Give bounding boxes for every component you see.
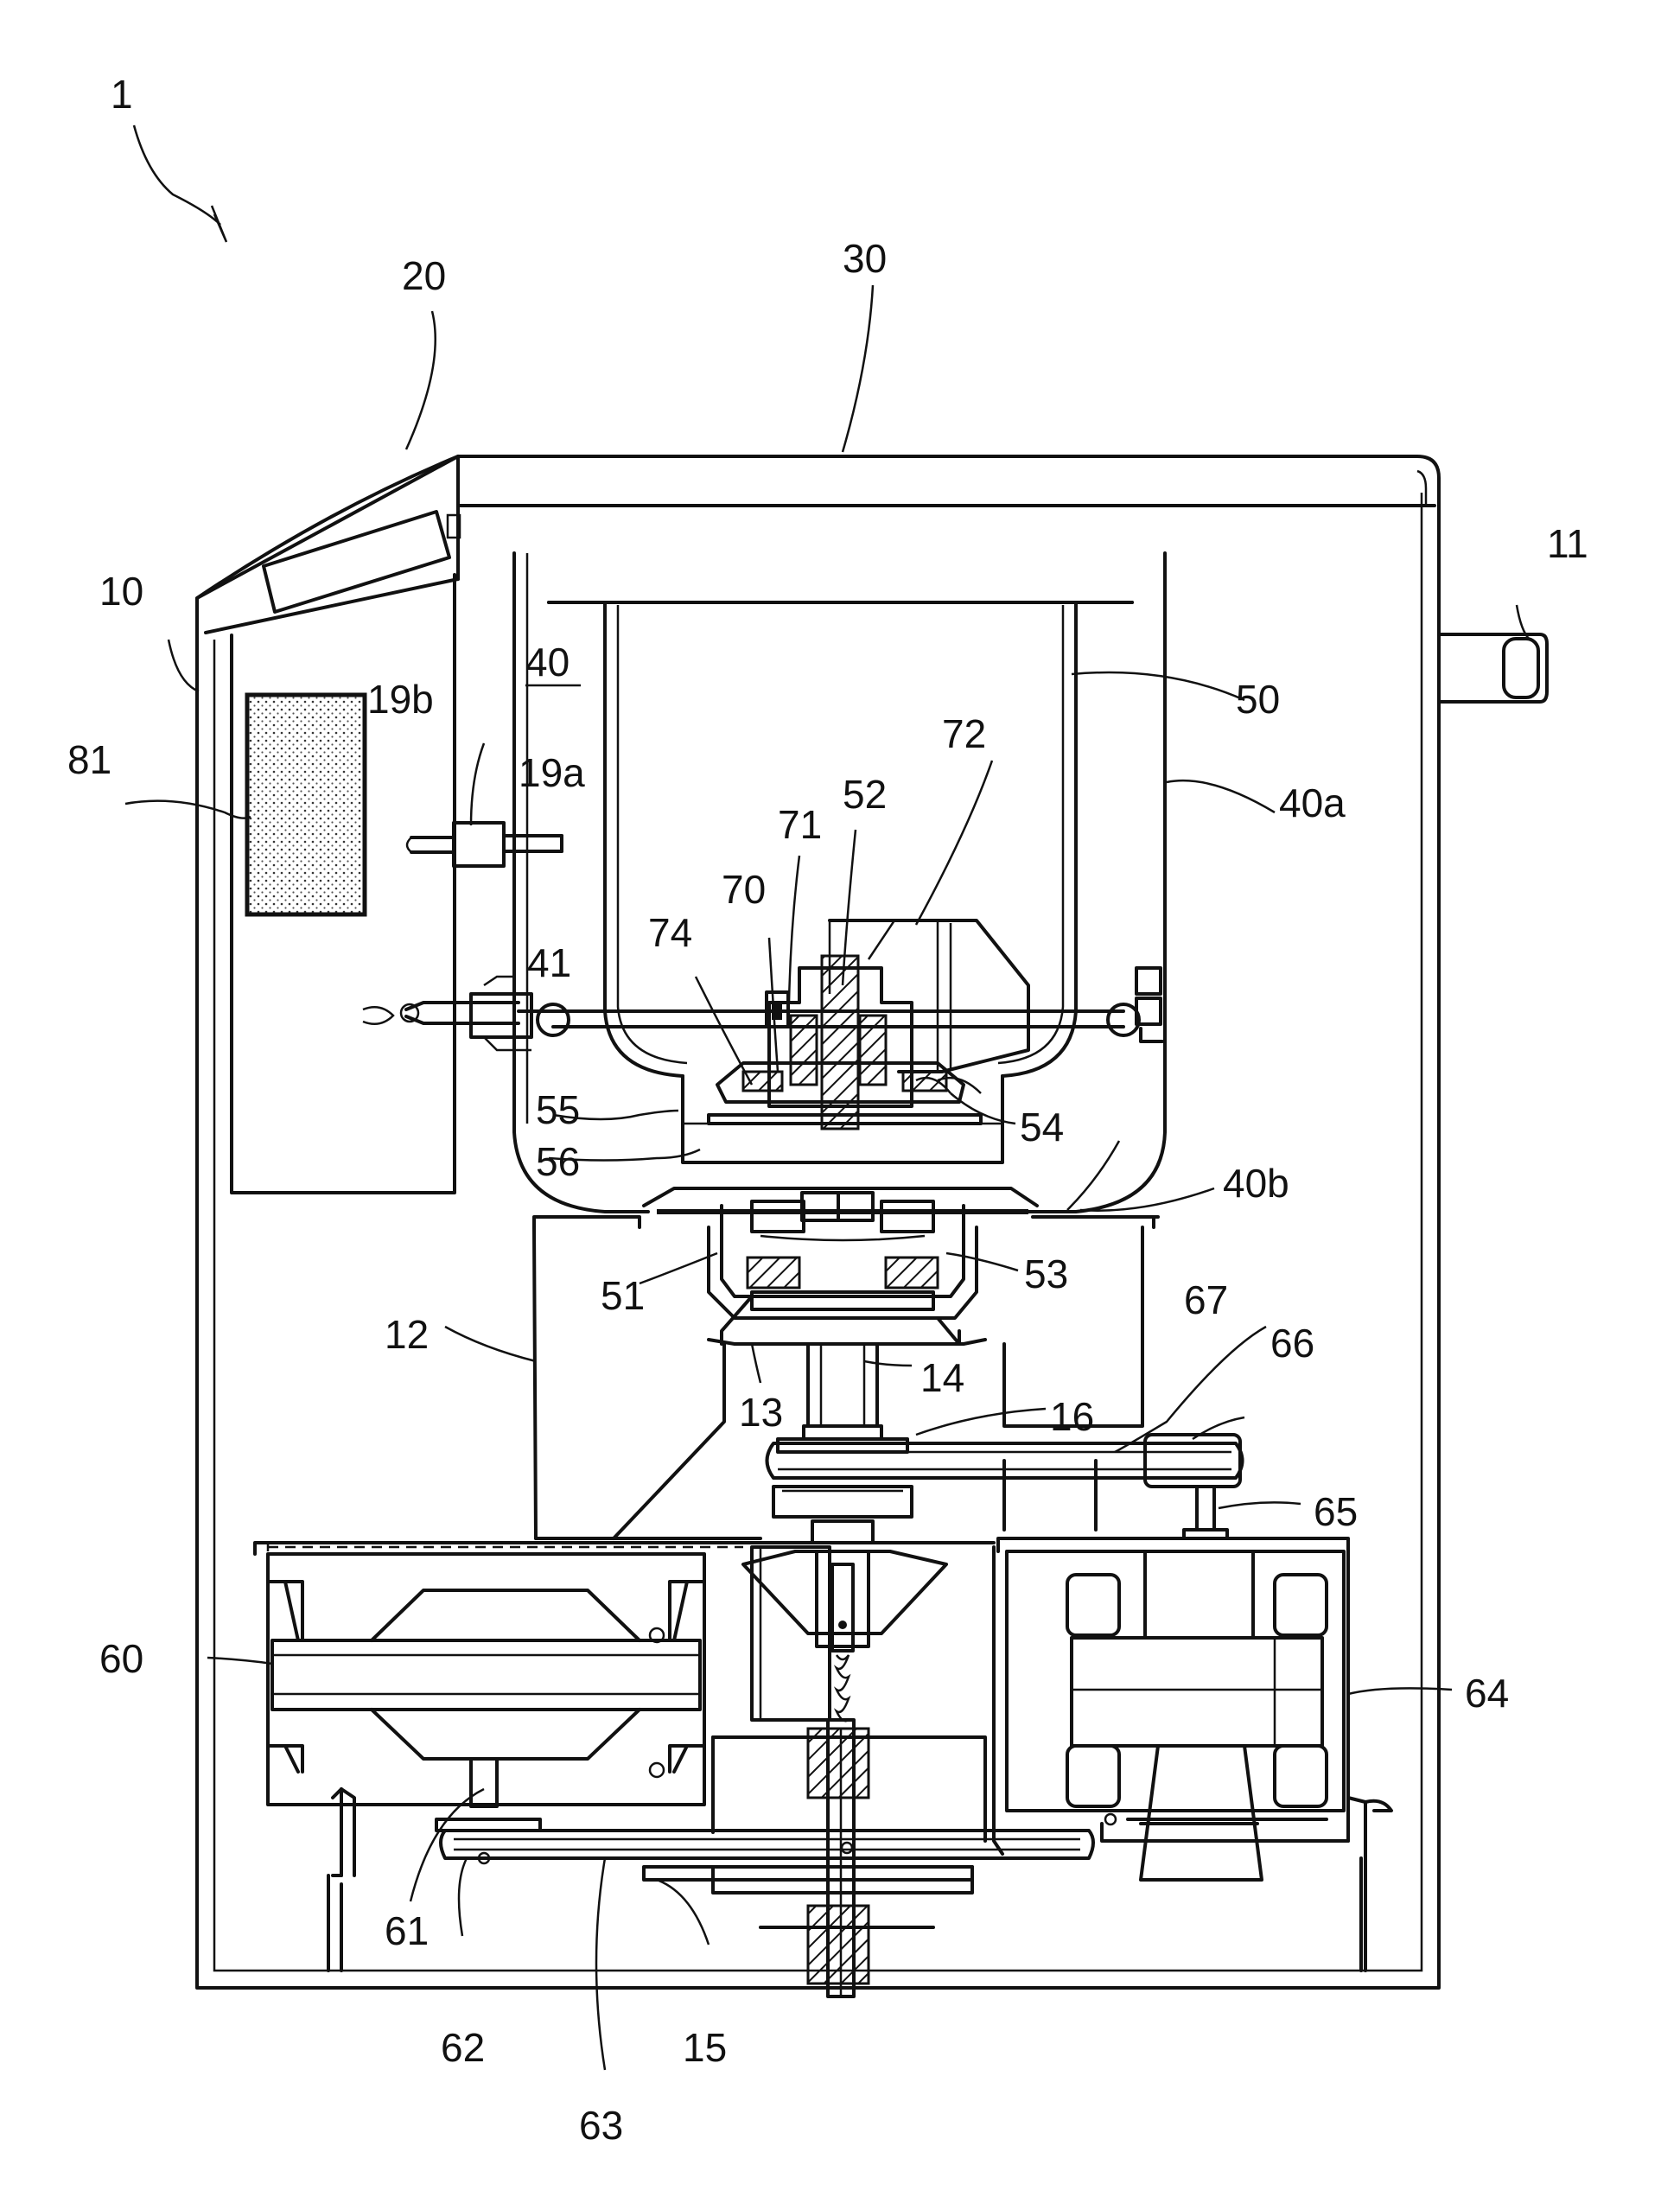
label-50: 50 [1236, 677, 1280, 722]
label-13: 13 [739, 1390, 783, 1435]
label-1: 1 [111, 72, 133, 117]
label-64: 64 [1465, 1671, 1509, 1716]
label-40a: 40a [1279, 780, 1346, 825]
label-63: 63 [579, 2103, 623, 2148]
label-55: 55 [536, 1087, 580, 1132]
label-19a: 19a [519, 750, 585, 795]
blade-shaft-assembly [709, 956, 981, 1129]
motor-left [255, 1543, 994, 1875]
label-67: 67 [1184, 1277, 1228, 1322]
label-15: 15 [683, 2025, 727, 2070]
label-62: 62 [441, 2025, 485, 2070]
label-11: 11 [1547, 521, 1588, 566]
pan-support [644, 1188, 1037, 1452]
label-54: 54 [1020, 1105, 1064, 1149]
label-40b: 40b [1223, 1161, 1289, 1206]
label-65: 65 [1314, 1489, 1358, 1534]
label-60: 60 [99, 1636, 143, 1681]
label-12: 12 [385, 1312, 429, 1357]
arrow-head [212, 206, 226, 242]
drive-shaft-unit [713, 1487, 1002, 1996]
label-51: 51 [601, 1273, 645, 1318]
label-71: 71 [778, 802, 822, 847]
temperature-sensor [407, 823, 562, 866]
label-41: 41 [527, 940, 571, 985]
label-52: 52 [843, 772, 887, 817]
label-10: 10 [99, 569, 143, 614]
motor-right [998, 1538, 1365, 1971]
label-66: 66 [1270, 1321, 1314, 1366]
label-56: 56 [536, 1139, 580, 1184]
operation-lid [197, 456, 460, 633]
label-40: 40 [525, 640, 570, 685]
label-61: 61 [385, 1908, 429, 1953]
top-lid [458, 471, 1435, 506]
label-14: 14 [920, 1355, 964, 1400]
label-30: 30 [843, 236, 887, 281]
control-board [247, 695, 365, 914]
lower-belt [436, 1814, 1116, 1880]
label-74: 74 [648, 910, 692, 955]
label-72: 72 [942, 711, 986, 756]
label-19b: 19b [367, 677, 434, 722]
label-70: 70 [722, 867, 766, 912]
label-16: 16 [1050, 1394, 1094, 1439]
heater [363, 968, 1162, 1050]
label-20: 20 [402, 253, 446, 298]
handle [1439, 634, 1547, 702]
label-81: 81 [67, 737, 111, 782]
reference-arrow [134, 125, 220, 225]
label-53: 53 [1024, 1251, 1068, 1296]
